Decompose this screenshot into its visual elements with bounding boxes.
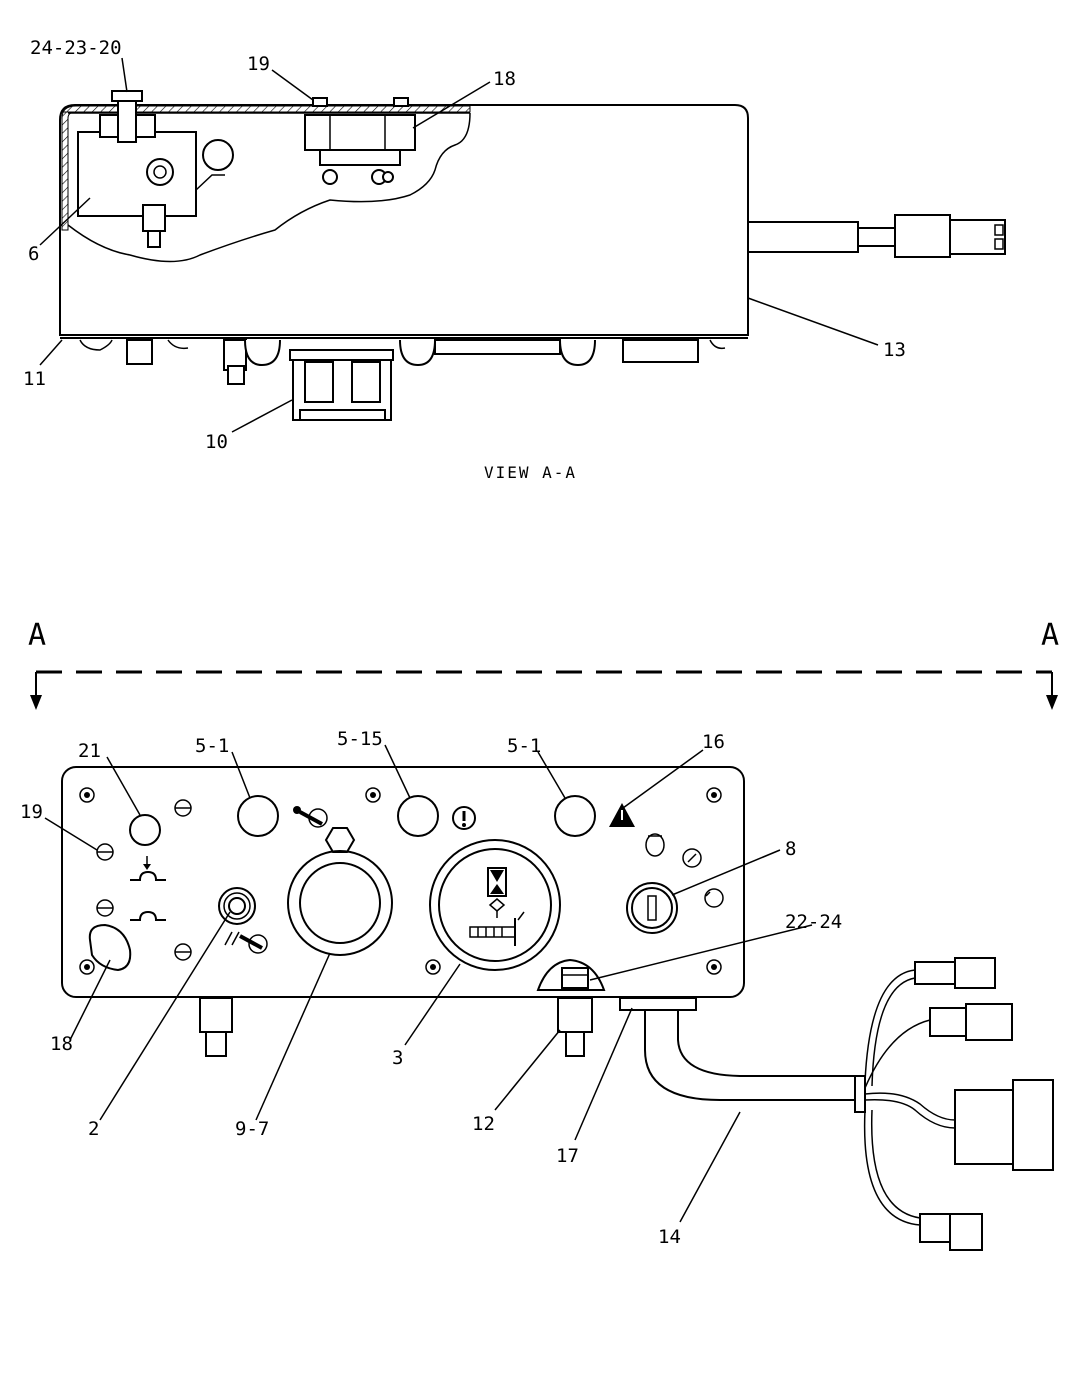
- hour-meter-3: [429, 839, 561, 971]
- callout-10: 10: [205, 431, 228, 453]
- cutaway-break-line: [67, 112, 471, 263]
- connector-13: [747, 214, 1006, 258]
- callout-5-1-right: 5-1: [507, 735, 541, 757]
- exclamation-icon: [452, 806, 476, 830]
- hourglass-icon: [487, 867, 507, 897]
- front-leader-lines: [44, 744, 813, 1223]
- top-leader-lines: [39, 57, 879, 433]
- callout-11: 11: [23, 368, 46, 390]
- mount-bosses: [199, 958, 697, 1057]
- callout-19-front: 19: [20, 801, 43, 823]
- callout-3: 3: [392, 1047, 403, 1069]
- callout-2: 2: [88, 1118, 99, 1140]
- panel-outline: [61, 766, 745, 998]
- callout-5-15: 5-15: [337, 728, 383, 750]
- wrench-icon-2: [224, 931, 268, 954]
- callout-13: 13: [883, 339, 906, 361]
- bracket-6: [77, 90, 234, 248]
- callout-6: 6: [28, 243, 39, 265]
- lamp-5-1-left: [237, 795, 279, 837]
- callout-24-23-20: 24-23-20: [30, 37, 122, 59]
- toggle-18: [88, 923, 132, 972]
- section-line: A A: [28, 618, 1059, 710]
- switch-18: [304, 97, 416, 185]
- push-button-2: [218, 887, 256, 925]
- callout-9-7: 9-7: [235, 1118, 269, 1140]
- wrench-icon: [293, 806, 328, 828]
- indicator-21: [129, 814, 161, 846]
- wire-harness-14: [644, 957, 1054, 1251]
- view-a-a: 24-23-20 19 18 6 13 11 10 VIEW A-A: [23, 37, 1006, 482]
- underside-components: [79, 339, 726, 421]
- lamp-5-15: [397, 795, 439, 837]
- section-letter-right: A: [1041, 618, 1059, 653]
- callout-17: 17: [556, 1145, 579, 1167]
- front-panel: 21 5-1 5-15 5-1 16 19 8 22-24 18 2 9-7 3…: [20, 728, 1054, 1251]
- callout-18-top: 18: [493, 68, 516, 90]
- callout-22-24: 22-24: [785, 911, 842, 933]
- housing-outline: [59, 104, 749, 336]
- hex-plug: [324, 827, 356, 853]
- callout-18-front: 18: [50, 1033, 73, 1055]
- callout-16: 16: [702, 731, 725, 753]
- slotted-screws: [96, 799, 192, 961]
- warning-triangle-icon: [609, 803, 635, 827]
- callout-8: 8: [785, 838, 796, 860]
- key-switch-icon: [626, 833, 724, 934]
- callout-5-1-left: 5-1: [195, 735, 229, 757]
- gauge-9-7: [287, 850, 393, 956]
- raise-lower-icon: [130, 856, 166, 921]
- callout-19-top: 19: [247, 53, 270, 75]
- section-letter-left: A: [28, 618, 46, 653]
- callout-14: 14: [658, 1226, 681, 1248]
- callout-21: 21: [78, 740, 101, 762]
- view-caption: VIEW A-A: [484, 463, 577, 482]
- callout-12: 12: [472, 1113, 495, 1135]
- lamp-5-1-right: [554, 795, 596, 837]
